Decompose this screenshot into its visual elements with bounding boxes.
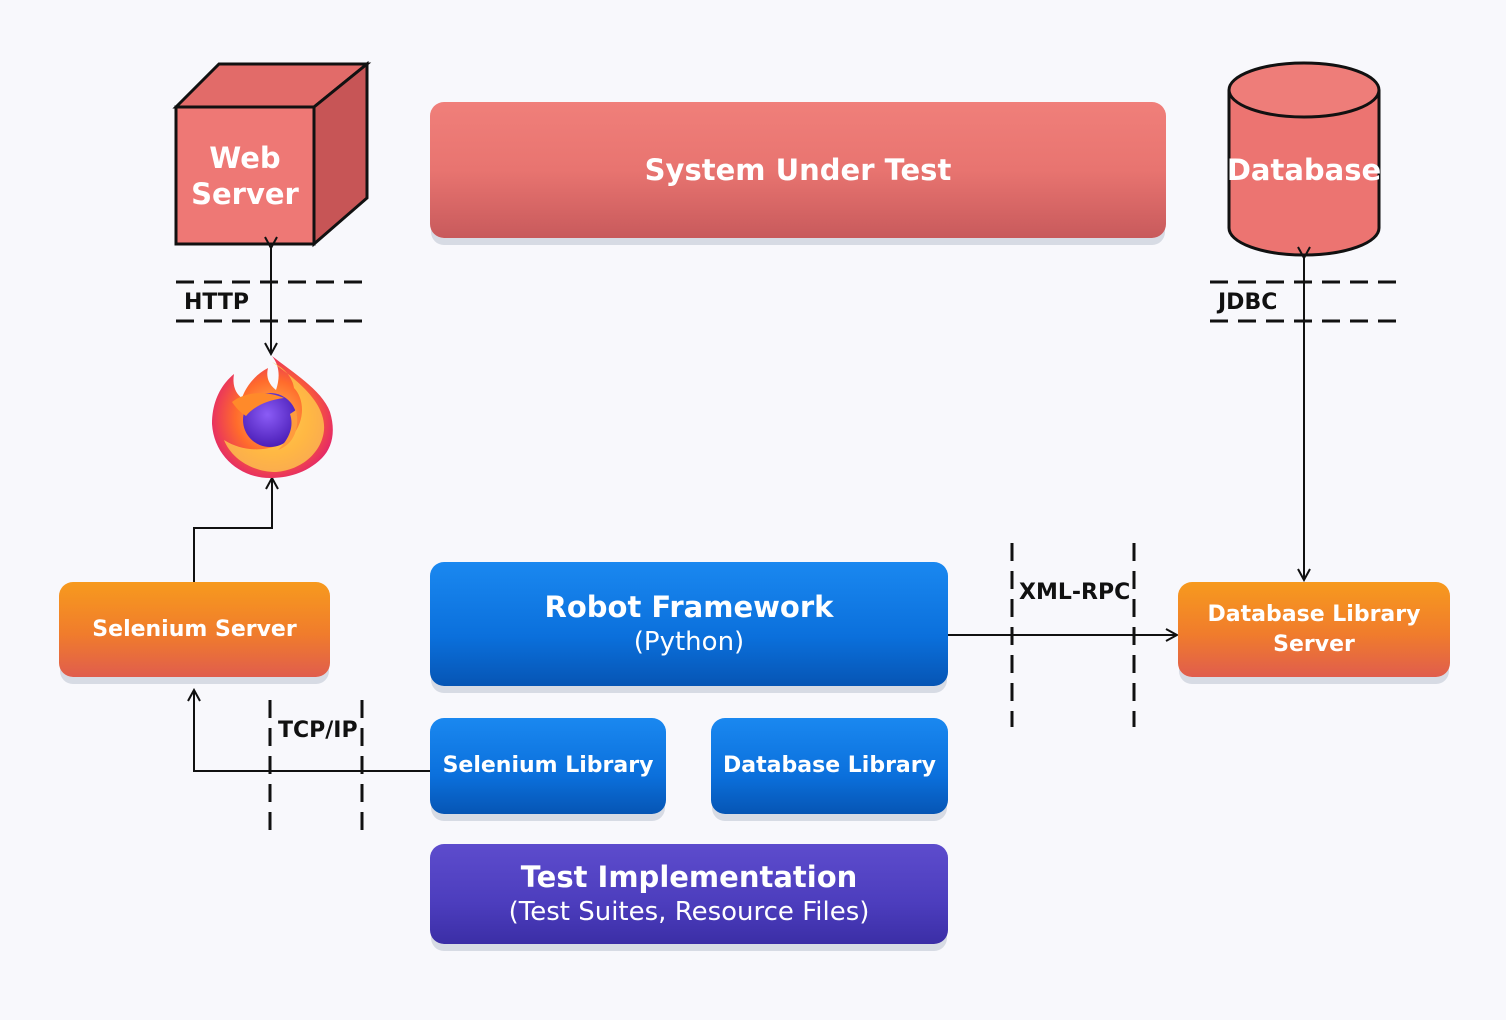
database-library-box: Database Library — [711, 718, 948, 814]
database-library-label: Database Library — [723, 753, 936, 778]
selenium-to-browser-connector — [193, 478, 272, 582]
robot-framework-box: Robot Framework (Python) — [430, 562, 948, 686]
database-library-server-box: Database Library Server — [1178, 582, 1450, 677]
http-label: HTTP — [184, 290, 250, 315]
firefox-icon — [212, 356, 333, 478]
selenium-server-box: Selenium Server — [59, 582, 330, 677]
robot-framework-label-line1: Robot Framework — [544, 590, 834, 624]
tcpip-connector — [194, 690, 430, 772]
database-library-server-label-line2: Server — [1273, 631, 1355, 657]
test-implementation-label-line2: (Test Suites, Resource Files) — [508, 897, 870, 927]
web-server-label-line1: Web — [209, 140, 281, 175]
system-under-test-label: System Under Test — [644, 153, 952, 187]
xml-rpc-label: XML-RPC — [1019, 580, 1131, 605]
selenium-server-label: Selenium Server — [92, 616, 297, 642]
web-server-label-line2: Server — [191, 176, 299, 211]
test-implementation-box: Test Implementation (Test Suites, Resour… — [430, 844, 948, 944]
system-under-test-box: System Under Test — [430, 102, 1166, 238]
database-library-server-label-line1: Database Library — [1207, 601, 1421, 627]
jdbc-label: JDBC — [1218, 290, 1278, 315]
tcp-ip-label: TCP/IP — [278, 718, 358, 743]
selenium-library-label: Selenium Library — [442, 753, 654, 778]
database-box: Database — [1226, 120, 1382, 220]
selenium-library-box: Selenium Library — [430, 718, 666, 814]
robot-framework-label-line2: (Python) — [633, 627, 745, 657]
web-server-box: Web Server — [176, 107, 314, 244]
web-server-cube-icon — [172, 60, 372, 248]
database-cylinder-icon — [1227, 61, 1381, 257]
test-implementation-label-line1: Test Implementation — [520, 860, 858, 894]
database-label: Database — [1226, 153, 1382, 187]
